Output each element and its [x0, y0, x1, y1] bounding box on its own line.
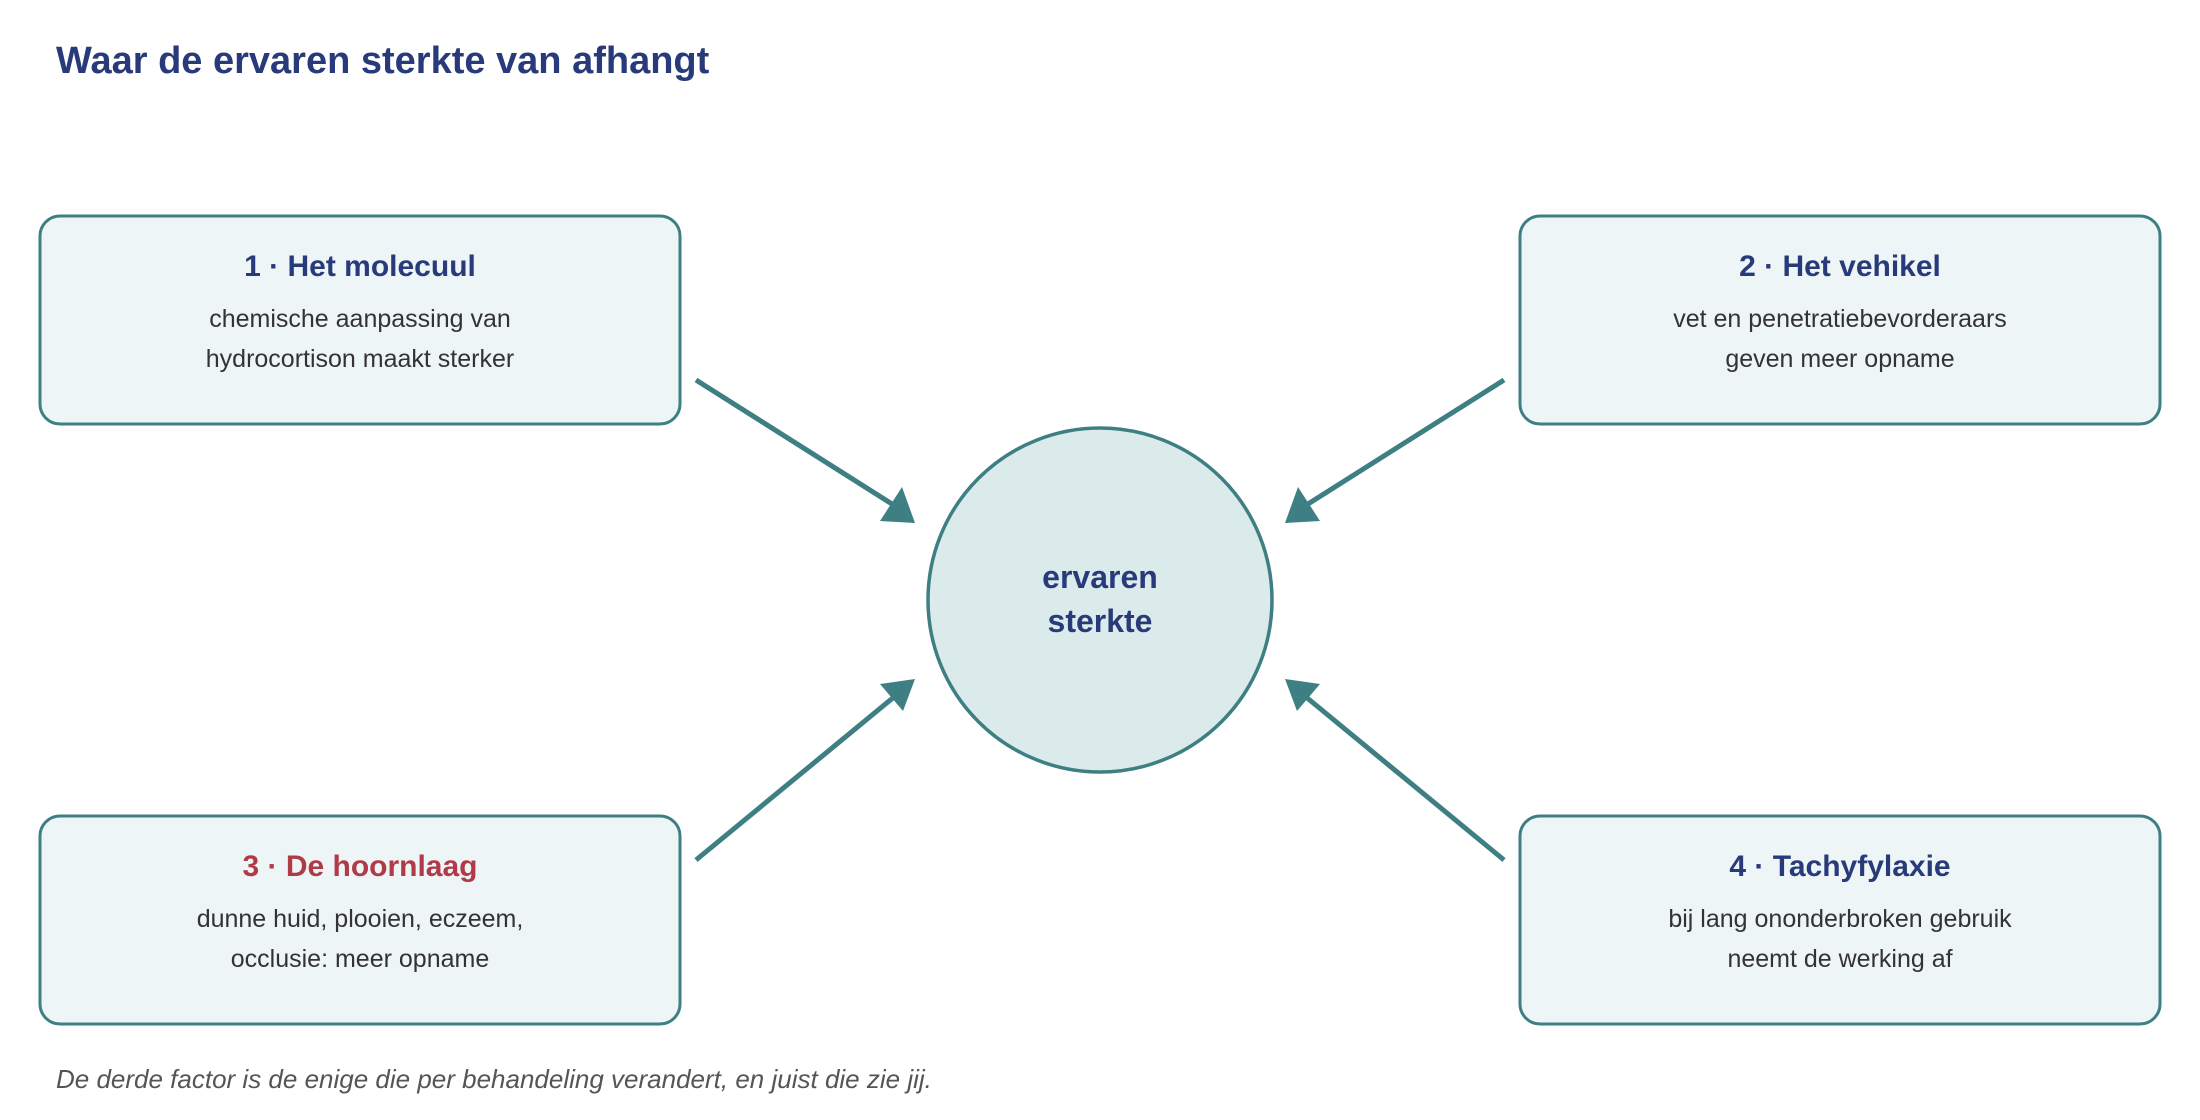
- factor-desc-tachyphylaxis-line2: neemt de werking af: [1727, 945, 1952, 973]
- factor-title-tachyphylaxis: 4 · Tachyfylaxie: [1729, 850, 1950, 883]
- page-title: Waar de ervaren sterkte van afhangt: [56, 40, 710, 82]
- arrow-vehicle-shaft: [1306, 377, 1506, 507]
- center-label-line2: sterkte: [1048, 603, 1153, 639]
- factor-desc-vehicle-line1: vet en penetratiebevorderaars: [1673, 305, 2007, 333]
- arrow-molecule-head: [880, 487, 915, 523]
- factor-box-tachyphylaxis: 4 · Tachyfylaxie bij lang ononderbroken …: [1518, 814, 2162, 1026]
- arrow-tachyphylaxis-shaft: [1304, 695, 1506, 862]
- arrow-stratum-corneum-shaft: [694, 695, 896, 862]
- factor-box-tachyphylaxis-frame: [1518, 814, 2162, 1026]
- factor-box-molecule: 1 · Het molecuul chemische aanpassing va…: [38, 214, 682, 426]
- center-label-line1: ervaren: [1042, 559, 1158, 595]
- factor-desc-stratum-corneum-line1: dunne huid, plooien, eczeem,: [197, 905, 524, 933]
- arrow-stratum-corneum-head: [880, 679, 915, 711]
- factor-title-vehicle: 2 · Het vehikel: [1739, 250, 1941, 283]
- footnote: De derde factor is de enige die per beha…: [56, 1064, 932, 1094]
- arrow-stratum-corneum-to-center: [694, 679, 915, 862]
- factor-box-stratum-corneum: 3 · De hoornlaag dunne huid, plooien, ec…: [38, 814, 682, 1026]
- center-circle: [926, 426, 1274, 774]
- arrow-tachyphylaxis-to-center: [1285, 679, 1506, 862]
- factor-title-molecule: 1 · Het molecuul: [244, 250, 476, 283]
- arrow-molecule-shaft: [694, 377, 894, 507]
- factor-box-vehicle: 2 · Het vehikel vet en penetratiebevorde…: [1518, 214, 2162, 426]
- factor-box-stratum-corneum-frame: [38, 814, 682, 1026]
- factor-desc-tachyphylaxis-line1: bij lang ononderbroken gebruik: [1668, 905, 2012, 933]
- arrow-molecule-to-center: [694, 377, 915, 523]
- factor-box-vehicle-frame: [1518, 214, 2162, 426]
- factor-desc-stratum-corneum-line2: occlusie: meer opname: [231, 945, 489, 973]
- factor-title-stratum-corneum: 3 · De hoornlaag: [242, 850, 477, 883]
- arrow-vehicle-head: [1285, 487, 1320, 523]
- factor-desc-molecule-line1: chemische aanpassing van: [209, 305, 511, 333]
- factor-desc-molecule-line2: hydrocortison maakt sterker: [206, 345, 514, 373]
- arrow-tachyphylaxis-head: [1285, 679, 1320, 711]
- arrow-vehicle-to-center: [1285, 377, 1506, 523]
- center-node: ervaren sterkte: [926, 426, 1274, 774]
- factor-box-molecule-frame: [38, 214, 682, 426]
- factor-desc-vehicle-line2: geven meer opname: [1725, 345, 1954, 373]
